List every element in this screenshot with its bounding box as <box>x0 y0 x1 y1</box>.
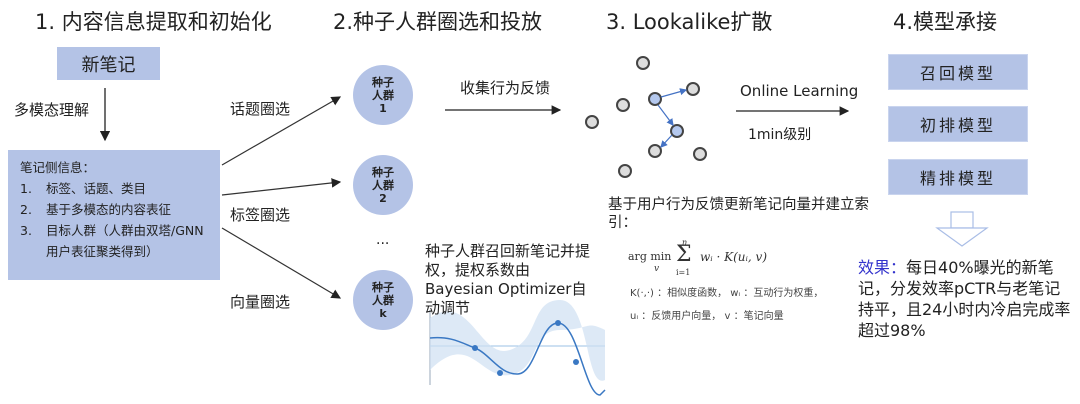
hollow-down-arrow-icon <box>935 211 989 247</box>
step2-title: 2.种子人群圈选和投放 <box>333 10 543 34</box>
bayesian-plot <box>429 300 606 396</box>
edge-topic <box>221 96 342 166</box>
seed-text: k <box>379 306 387 320</box>
seed-text: 1 <box>379 101 387 115</box>
note-info-box: 笔记侧信息： 1. 标签、话题、类目 2. 基于多模态的内容表征 3. 目标人群（人群… <box>8 150 220 280</box>
formula-sub: i=1 <box>676 268 691 277</box>
info-item: 标签、话题、类目 <box>46 181 147 196</box>
seed-text: 种子 <box>372 75 394 89</box>
edge-vector <box>221 227 342 299</box>
recall-model-box: 召回模型 <box>888 54 1028 90</box>
info-item-cont: 用户表征聚类得到） <box>46 244 159 259</box>
info-item: 基于多模态的内容表征 <box>46 202 172 217</box>
item-num: 3. <box>20 223 32 238</box>
formula: arg min v n Σ i=1 wᵢ · K(uᵢ, v) <box>628 238 828 280</box>
effect-body: 每日40%曝光的新笔记，分发效率pCTR与老笔记持平，且24小时内冷启完成率超过… <box>858 258 1071 340</box>
info-title: 笔记侧信息： <box>20 160 96 175</box>
effect-text: 效果：每日40%曝光的新笔记，分发效率pCTR与老笔记持平，且24小时内冷启完成… <box>858 257 1073 341</box>
item-num: 2. <box>20 202 32 217</box>
seed-text: 人群 <box>372 178 394 192</box>
edge-label-topic: 话题圈选 <box>230 100 291 118</box>
latency-label: 1min级别 <box>748 127 812 143</box>
step3-description: 基于用户行为反馈更新笔记向量并建立索引： <box>608 197 869 231</box>
rank-model-box: 精排模型 <box>888 159 1028 195</box>
step4-title: 4.模型承接 <box>893 10 998 34</box>
step1-title: 1. 内容信息提取和初始化 <box>35 10 272 34</box>
seed-text: 种子 <box>372 280 394 294</box>
prerank-model-box: 初排模型 <box>888 106 1028 142</box>
formula-argmin: arg min <box>628 250 672 263</box>
seed-description: 种子人群召回新笔记并提权，提权系数由Bayesian Optimizer自动调节 <box>425 242 591 317</box>
seed-text: 种子 <box>372 165 394 179</box>
edge-label-tag: 标签圈选 <box>230 206 291 224</box>
formula-sum: Σ <box>676 242 692 267</box>
seed-text: 人群 <box>372 293 394 307</box>
info-item: 目标人群（人群由双塔/GNN <box>46 223 204 238</box>
new-note-box: 新笔记 <box>57 47 160 80</box>
lookalike-graph <box>585 56 707 178</box>
formula-body: wᵢ · K(uᵢ, v) <box>700 250 768 264</box>
ellipsis: ... <box>376 232 390 248</box>
formula-sup: n <box>682 238 688 247</box>
item-num: 1. <box>20 181 32 196</box>
step3-title: 3. Lookalike扩散 <box>606 10 773 34</box>
multimodal-label: 多模态理解 <box>14 101 90 119</box>
seed-text: 人群 <box>372 88 394 102</box>
edge-tag <box>221 178 342 196</box>
formula-legend-2: uᵢ ：反馈用户向量， v ：笔记向量 <box>630 311 784 322</box>
seed-text: 2 <box>379 191 387 205</box>
edge-label-vector: 向量圈选 <box>230 293 291 311</box>
effect-label: 效果： <box>858 258 907 277</box>
feedback-label: 收集行为反馈 <box>460 79 551 97</box>
formula-sub: v <box>654 264 660 274</box>
online-learning-label: Online Learning <box>740 82 859 100</box>
formula-legend-1: K(·,·) ：相似度函数， wᵢ ：互动行为权重， <box>630 288 824 299</box>
